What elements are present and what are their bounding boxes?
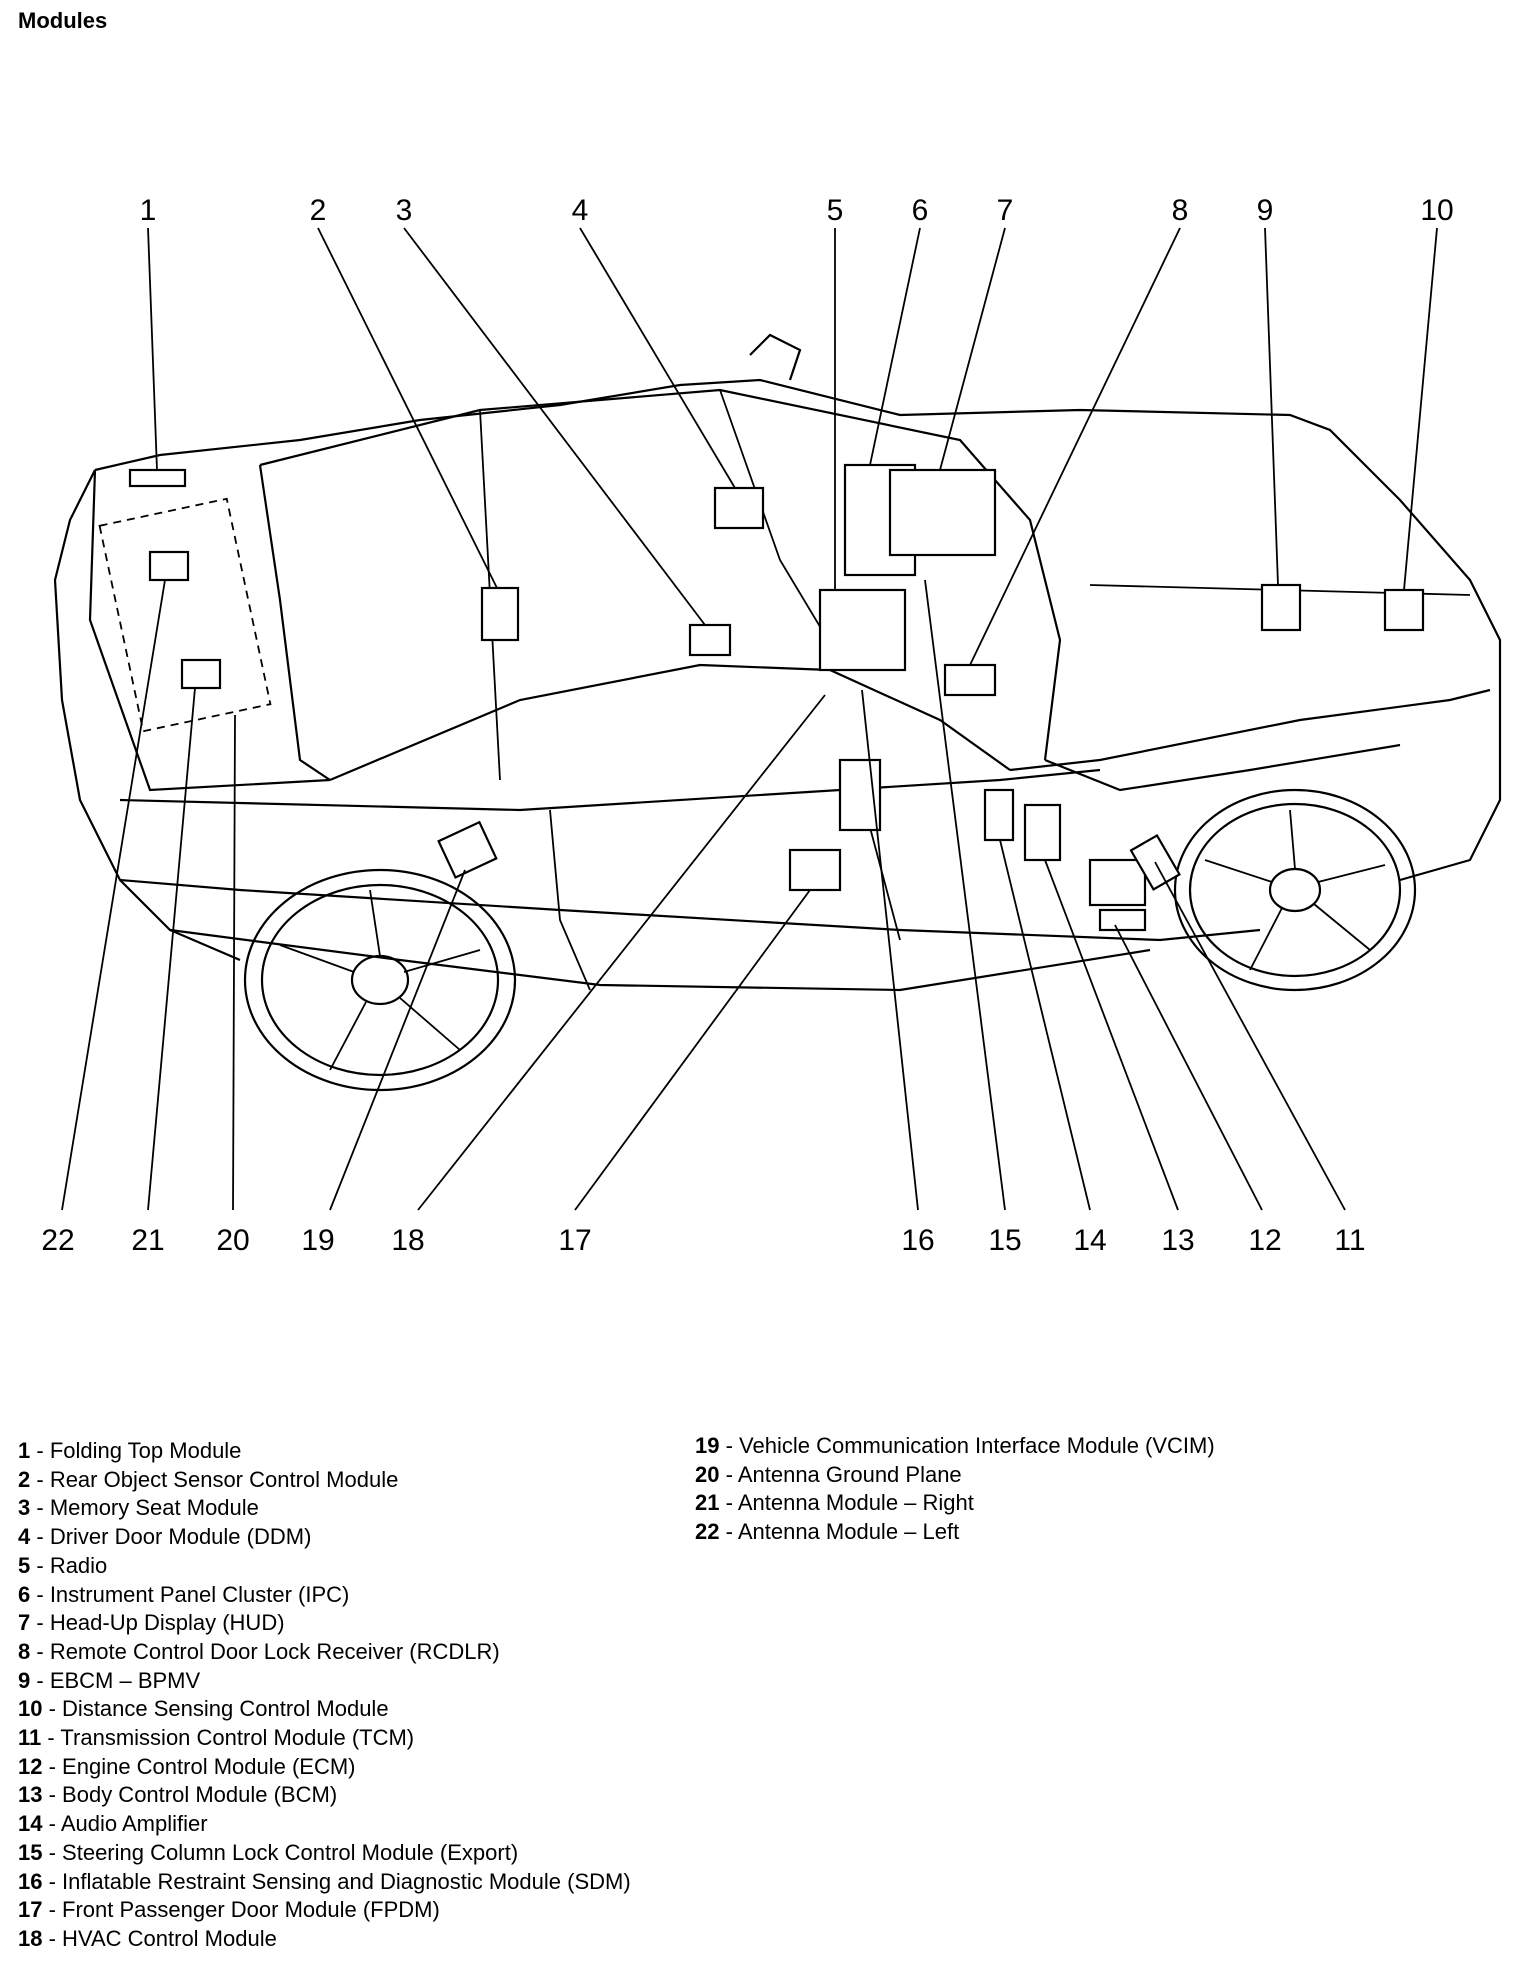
legend-item: 16 - Inflatable Restraint Sensing and Di…	[18, 1868, 631, 1894]
module-driver-door	[713, 486, 765, 530]
page-title: Modules	[18, 8, 108, 33]
legend-item: 12 - Engine Control Module (ECM)	[18, 1753, 356, 1779]
legend-item: 13 - Body Control Module (BCM)	[18, 1782, 338, 1808]
callout-1: 1	[140, 194, 157, 227]
callout-15: 15	[988, 1224, 1021, 1257]
vehicle-diagram: 1 2 3 4 5 6 7 8 9 10 11 12 13 14 15 16 1…	[41, 194, 1502, 1257]
callout-16: 16	[901, 1224, 934, 1257]
legend-item: 1 - Folding Top Module	[18, 1438, 242, 1463]
callout-5: 5	[827, 194, 844, 227]
callout-9: 9	[1257, 194, 1274, 227]
module-audio-amp	[1023, 803, 1062, 862]
callout-6: 6	[912, 194, 929, 227]
legend-item: 18 - HVAC Control Module	[18, 1925, 277, 1951]
callout-17: 17	[558, 1224, 591, 1257]
module-distance-sensing	[1383, 588, 1425, 632]
legend-item: 10 - Distance Sensing Control Module	[18, 1696, 389, 1722]
module-ebcm-bpmv	[1260, 583, 1302, 632]
callout-4: 4	[572, 194, 589, 227]
callout-3: 3	[396, 194, 413, 227]
module-rear-object-sensor	[480, 586, 520, 642]
legend-item: 11 - Transmission Control Module (TCM)	[18, 1725, 415, 1751]
callout-2: 2	[310, 194, 327, 227]
legend-left-column: 1 - Folding Top Module 2 - Rear Object S…	[18, 1437, 631, 1954]
module-bcm	[1088, 858, 1147, 907]
legend-right-column: 19 - Vehicle Communication Interface Mod…	[695, 1432, 1215, 1547]
legend-item: 6 - Instrument Panel Cluster (IPC)	[18, 1581, 350, 1607]
module-radio	[818, 588, 907, 672]
callout-7: 7	[997, 194, 1014, 227]
callout-labels: 1 2 3 4 5 6 7 8 9 10 11 12 13 14 15 16 1…	[41, 194, 1453, 1257]
legend-item: 22 - Antenna Module – Left	[695, 1519, 960, 1545]
legend-item: 17 - Front Passenger Door Module (FPDM)	[18, 1897, 440, 1923]
front-wheel	[1173, 788, 1417, 992]
antenna-ground-plane	[98, 497, 272, 733]
antenna-module-right	[180, 658, 222, 690]
module-memory-seat	[688, 623, 732, 657]
callout-13: 13	[1161, 1224, 1194, 1257]
legend-item: 19 - Vehicle Communication Interface Mod…	[695, 1433, 1215, 1458]
legend-item: 15 - Steering Column Lock Control Module…	[18, 1839, 519, 1865]
rear-wheel	[243, 868, 517, 1092]
callout-19: 19	[301, 1224, 334, 1257]
legend-item: 9 - EBCM – BPMV	[18, 1667, 201, 1693]
leader-lines	[61, 227, 1438, 1211]
module-steering-lock	[983, 788, 1015, 842]
module-fpdm	[788, 848, 842, 892]
module-rcdlr	[943, 663, 997, 697]
module-hvac	[437, 820, 498, 879]
legend-item: 4 - Driver Door Module (DDM)	[18, 1524, 312, 1550]
callout-20: 20	[216, 1224, 249, 1257]
module-hud	[888, 468, 997, 557]
callout-8: 8	[1172, 194, 1189, 227]
legend-item: 14 - Audio Amplifier	[18, 1811, 208, 1837]
callout-22: 22	[41, 1224, 74, 1257]
vehicle-body	[53, 333, 1502, 992]
legend-item: 2 - Rear Object Sensor Control Module	[18, 1466, 399, 1492]
legend-item: 20 - Antenna Ground Plane	[695, 1461, 962, 1487]
module-parts	[98, 463, 1425, 932]
antenna-module-left	[148, 550, 190, 582]
callout-14: 14	[1073, 1224, 1106, 1257]
legend-item: 3 - Memory Seat Module	[18, 1495, 259, 1521]
legend-item: 5 - Radio	[18, 1552, 108, 1578]
callout-21: 21	[131, 1224, 164, 1257]
module-ecm	[1098, 908, 1147, 932]
legend-item: 21 - Antenna Module – Right	[695, 1490, 974, 1516]
legend-item: 8 - Remote Control Door Lock Receiver (R…	[18, 1638, 500, 1664]
legend-item: 7 - Head-Up Display (HUD)	[18, 1610, 285, 1636]
callout-18: 18	[391, 1224, 424, 1257]
module-folding-top	[128, 468, 187, 488]
callout-10: 10	[1420, 194, 1453, 227]
callout-11: 11	[1334, 1224, 1365, 1257]
callout-12: 12	[1248, 1224, 1281, 1257]
